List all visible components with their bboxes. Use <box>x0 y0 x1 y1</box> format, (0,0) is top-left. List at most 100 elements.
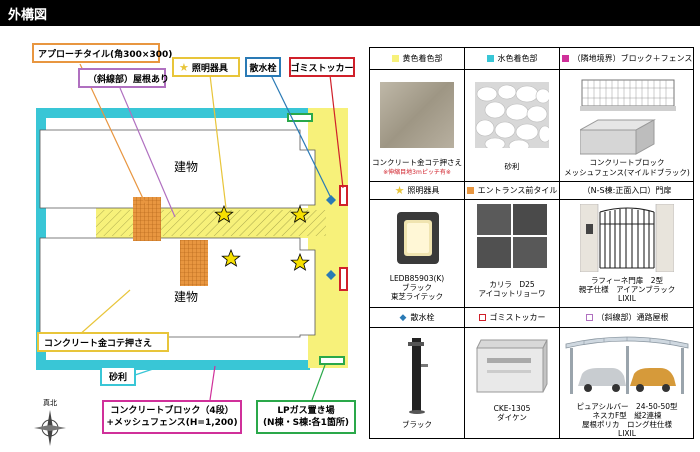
approach-tile-bottom <box>180 240 208 286</box>
leader-lines <box>77 63 344 401</box>
legend-header-lighting-text: 照明器具 <box>407 186 440 195</box>
block-image <box>580 119 656 155</box>
legend-header-yellow-text: 黄色着色部 <box>402 54 443 63</box>
trash-maker-caption: ダイケン <box>497 413 527 422</box>
legend-header-boundary: （隣地境界）ブロック＋フェンス <box>560 48 694 70</box>
callout-gravel-text: 砂利 <box>108 372 127 383</box>
faucet-caption: ブラック <box>402 420 432 429</box>
carport-maker-caption: LIXIL <box>618 429 636 438</box>
legend-header-lighting: ★照明器具 <box>370 182 465 200</box>
gravel-caption: 砂利 <box>504 162 520 171</box>
yellow-swatch-icon <box>391 55 399 62</box>
magenta-swatch-icon <box>561 55 569 62</box>
diamond-icon: ◆ <box>399 312 407 323</box>
legend-trash-cell: CKE-1305 ダイケン <box>465 328 560 438</box>
legend-header-faucet: ◆散水栓 <box>370 308 465 328</box>
cyan-swatch-icon <box>486 55 494 62</box>
star-icon: ★ <box>179 60 189 74</box>
hatched-roof-walkway <box>96 210 326 236</box>
legend-carport-cell: ピュアシルバー 24-50-50型 ネスカF型 縦2連棟 屋根ポリカ ロング柱仕… <box>560 328 694 438</box>
legend-block-cell: コンクリートブロック メッシュフェンス(マイルドブラック) <box>560 70 694 182</box>
page-title: 外構図 <box>8 8 48 23</box>
legend-header-carport: （斜線部）通路屋根 <box>560 308 694 328</box>
entrance-tile-image <box>477 204 547 268</box>
gate-maker-caption: LIXIL <box>618 294 636 303</box>
legend-header-yellow: 黄色着色部 <box>370 48 465 70</box>
trash-markers <box>339 185 348 291</box>
legend-header-carport-text: （斜線部）通路屋根 <box>596 313 669 322</box>
star-icon: ★ <box>394 184 405 197</box>
light-model-caption: LEDB85903(K) <box>389 274 445 283</box>
north-label: 真北 <box>43 399 57 407</box>
carport-image <box>565 336 689 394</box>
legend-header-faucet-text: 散水栓 <box>410 313 435 322</box>
tile-model-caption: カリラ D25 <box>489 280 535 289</box>
red-square-icon <box>478 314 486 321</box>
callout-faucet-text: 散水栓 <box>249 63 277 74</box>
trash-stocker-image <box>476 339 548 393</box>
legend-header-blue: 水色着色部 <box>465 48 560 70</box>
wall-light-image <box>397 212 439 264</box>
concrete-note: ※伸縮目地3mピッチ有※ <box>383 169 451 176</box>
faucet-post-image <box>408 338 428 414</box>
building-label-top: 建物 <box>170 158 203 175</box>
light-maker-caption: 東芝ライテック <box>390 292 444 301</box>
block-sub-caption: メッシュフェンス(マイルドブラック) <box>564 168 690 177</box>
callout-lighting: ★ 照明器具 <box>172 57 240 77</box>
gravel-image <box>475 82 549 148</box>
legend-gate-cell: ラフィーネ門扉 2型 親子仕様 アイアンブラック LIXIL <box>560 200 694 308</box>
callout-lighting-text: 照明器具 <box>191 63 228 74</box>
legend-header-trash: ゴミストッカー <box>465 308 560 328</box>
faucet-markers <box>326 195 336 280</box>
callout-lp-gas: LPガス置き場 (N棟・S棟:各1箇所) <box>256 400 356 434</box>
callout-concrete-text: コンクリート金コテ押さえ <box>44 338 153 349</box>
carport-model-caption: ピュアシルバー 24-50-50型 <box>576 402 678 411</box>
compass-icon <box>34 410 66 446</box>
callout-block-fence-text: コンクリートブロック（4段） +メッシュフェンス(H=1,200) <box>106 406 238 428</box>
legend-table: 黄色着色部 水色着色部 （隣地境界）ブロック＋フェンス コンクリート金コテ押さえ… <box>369 47 694 439</box>
legend-header-gate-text: （N-S棟:正面入口）門扉 <box>582 186 672 195</box>
concrete-texture-image <box>380 82 454 148</box>
legend-header-gate: （N-S棟:正面入口）門扉 <box>560 182 694 200</box>
legend-header-entrance-text: エントランス前タイル <box>477 186 558 195</box>
callout-hatched-roof-text: （斜線部）屋根あり <box>88 74 170 85</box>
page-header: 外構図 <box>0 0 700 26</box>
legend-header-trash-text: ゴミストッカー <box>489 313 546 322</box>
gate-image <box>580 204 674 272</box>
lighting-markers <box>214 204 310 271</box>
callout-trash: ゴミストッカー <box>289 57 355 77</box>
concrete-caption: コンクリート金コテ押さえ <box>372 158 462 167</box>
site-plan <box>34 63 348 446</box>
callout-faucet: 散水栓 <box>245 57 281 77</box>
block-fence-image <box>580 79 676 111</box>
callout-lp-gas-text: LPガス置き場 (N棟・S棟:各1箇所) <box>262 406 350 428</box>
callout-hatched-roof: （斜線部）屋根あり <box>78 68 170 88</box>
building-label-bottom: 建物 <box>170 288 203 305</box>
callout-concrete: コンクリート金コテ押さえ <box>37 332 169 352</box>
legend-header-blue-text: 水色着色部 <box>497 54 538 63</box>
lp-gas-markers <box>287 113 345 365</box>
legend-faucet-cell: ブラック <box>370 328 465 438</box>
legend-concrete-cell: コンクリート金コテ押さえ ※伸縮目地3mピッチ有※ <box>370 70 465 182</box>
trash-model-caption: CKE-1305 <box>493 404 531 413</box>
light-color-caption: ブラック <box>402 283 432 292</box>
callout-block-fence: コンクリートブロック（4段） +メッシュフェンス(H=1,200) <box>102 400 242 434</box>
callout-gravel: 砂利 <box>100 366 136 386</box>
gate-model-caption: ラフィーネ門扉 2型 <box>590 276 664 285</box>
legend-header-boundary-text: （隣地境界）ブロック＋フェンス <box>572 54 693 63</box>
legend-gravel-cell: 砂利 <box>465 70 560 182</box>
purple-square-icon <box>585 314 593 321</box>
legend-header-entrance: エントランス前タイル <box>465 182 560 200</box>
carport-sub1-caption: ネスカF型 縦2連棟 <box>592 411 662 420</box>
callout-approach-tile: アプローチタイル(角300×300) <box>32 43 172 63</box>
block-caption: コンクリートブロック <box>589 158 665 167</box>
orange-swatch-icon <box>466 187 474 194</box>
callout-trash-text: ゴミストッカー <box>290 63 354 74</box>
legend-tile-cell: カリラ D25 アイコットリョーワ <box>465 200 560 308</box>
callout-approach-tile-text: アプローチタイル(角300×300) <box>38 49 173 60</box>
tile-maker-caption: アイコットリョーワ <box>478 289 546 298</box>
approach-tile-top <box>133 197 161 241</box>
carport-sub2-caption: 屋根ポリカ ロング柱仕様 <box>582 420 672 429</box>
legend-light-cell: LEDB85903(K) ブラック 東芝ライテック <box>370 200 465 308</box>
gate-sub-caption: 親子仕様 アイアンブラック <box>578 285 676 294</box>
